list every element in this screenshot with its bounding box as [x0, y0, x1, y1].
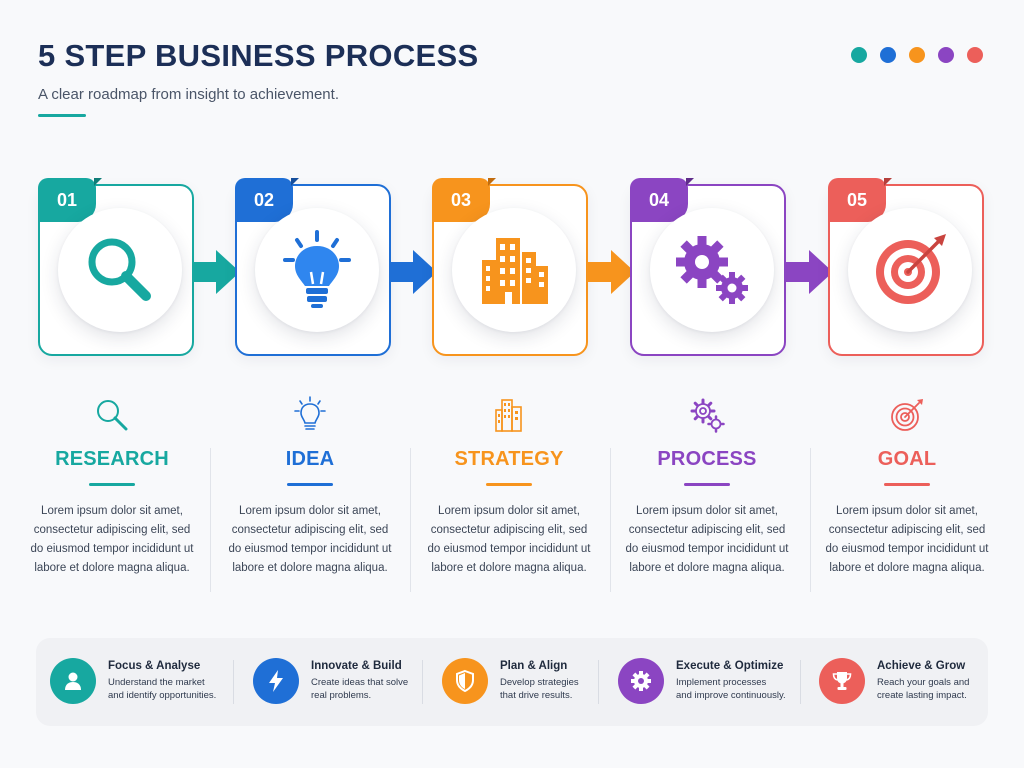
- step-card-strategy: 03: [432, 178, 588, 356]
- trophy-icon: [819, 658, 865, 704]
- summary-item-focus: Focus & Analyse Understand the market an…: [50, 658, 216, 704]
- step-underline: [486, 483, 532, 486]
- summary-desc-line: Create ideas that solve: [311, 677, 409, 688]
- step-icon-circle: [452, 208, 576, 332]
- summary-text: Focus & Analyse Understand the market an…: [108, 660, 216, 702]
- step-icon-circle: [58, 208, 182, 332]
- step-underline: [89, 483, 135, 486]
- summary-text: Plan & Align Develop strategies that dri…: [500, 660, 579, 702]
- summary-title: Plan & Align: [500, 660, 568, 672]
- step-card-goal: 05: [828, 178, 984, 356]
- column-divider: [810, 448, 811, 592]
- title-underline: [38, 114, 86, 117]
- step-title: PROCESS: [657, 448, 757, 470]
- flow-arrow: [389, 250, 437, 294]
- step-number-badge: 05: [828, 178, 892, 222]
- palette-dot: [851, 47, 867, 63]
- summary-desc-line: Understand the market: [108, 677, 205, 688]
- summary-desc-line: and identify opportunities.: [108, 690, 217, 701]
- target-icon: [817, 396, 997, 434]
- summary-item-plan: Plan & Align Develop strategies that dri…: [442, 658, 579, 704]
- summary-item-innovate: Innovate & Build Create ideas that solve…: [253, 658, 408, 704]
- magnifier-icon: [22, 396, 202, 434]
- gears-icon: [617, 396, 797, 434]
- summary-desc-line: Develop strategies: [500, 677, 579, 688]
- step-title: GOAL: [877, 448, 937, 470]
- building-icon: [482, 238, 548, 304]
- step-icon-circle: [848, 208, 972, 332]
- step-card-idea: 02: [235, 178, 391, 356]
- summary-desc-line: and improve continuously.: [676, 690, 786, 701]
- building-icon: [419, 396, 599, 434]
- summary-bar: Focus & Analyse Understand the market an…: [36, 638, 988, 726]
- summary-text: Innovate & Build Create ideas that solve…: [311, 660, 408, 702]
- shield-icon: [442, 658, 488, 704]
- magnifier-icon: [88, 238, 151, 301]
- summary-text: Execute & Optimize Implement processes a…: [676, 660, 786, 702]
- palette-dot: [967, 47, 983, 63]
- palette-dot: [938, 47, 954, 63]
- summary-item-execute: Execute & Optimize Implement processes a…: [618, 658, 786, 704]
- user-icon: [50, 658, 96, 704]
- step-number-badge: 04: [630, 178, 694, 222]
- step-column-strategy: STRATEGY Lorem ipsum dolor sit amet, con…: [419, 396, 599, 578]
- step-underline: [287, 483, 333, 486]
- lightbulb-icon: [220, 396, 400, 434]
- gear-icon: [618, 658, 664, 704]
- summary-title: Innovate & Build: [311, 660, 402, 672]
- step-description: Lorem ipsum dolor sit amet, consectetur …: [30, 505, 194, 574]
- step-title: STRATEGY: [454, 448, 564, 470]
- summary-desc-line: Implement processes: [676, 677, 767, 688]
- step-description: Lorem ipsum dolor sit amet, consectetur …: [228, 505, 392, 574]
- summary-text: Achieve & Grow Reach your goals and crea…: [877, 660, 969, 702]
- summary-divider: [422, 660, 423, 704]
- step-description: Lorem ipsum dolor sit amet, consectetur …: [427, 505, 591, 574]
- summary-desc-line: create lasting impact.: [877, 690, 967, 701]
- step-number-badge: 02: [235, 178, 299, 222]
- summary-divider: [800, 660, 801, 704]
- column-divider: [210, 448, 211, 592]
- step-icon-circle: [255, 208, 379, 332]
- palette-dots: [851, 47, 983, 63]
- summary-title: Achieve & Grow: [877, 660, 966, 672]
- flow-arrow: [587, 250, 635, 294]
- step-column-goal: GOAL Lorem ipsum dolor sit amet, consect…: [817, 396, 997, 578]
- lightbulb-icon: [283, 230, 351, 308]
- step-column-research: RESEARCH Lorem ipsum dolor sit amet, con…: [22, 396, 202, 578]
- step-icon-circle: [650, 208, 774, 332]
- summary-title: Execute & Optimize: [676, 660, 784, 672]
- step-description: Lorem ipsum dolor sit amet, consectetur …: [625, 505, 789, 574]
- palette-dot: [909, 47, 925, 63]
- summary-desc-line: real problems.: [311, 690, 372, 701]
- flow-arrow: [785, 250, 833, 294]
- summary-desc-line: that drive results.: [500, 690, 573, 701]
- step-underline: [684, 483, 730, 486]
- gears-icon: [676, 236, 748, 304]
- summary-title: Focus & Analyse: [108, 660, 201, 672]
- step-title: RESEARCH: [55, 448, 169, 470]
- step-card-research: 01: [38, 178, 194, 356]
- step-column-idea: IDEA Lorem ipsum dolor sit amet, consect…: [220, 396, 400, 578]
- step-title: IDEA: [285, 448, 335, 470]
- page-subtitle: A clear roadmap from insight to achievem…: [38, 86, 339, 103]
- step-card-process: 04: [630, 178, 786, 356]
- column-divider: [410, 448, 411, 592]
- flow-arrow: [192, 250, 240, 294]
- lightning-icon: [253, 658, 299, 704]
- step-number-badge: 03: [432, 178, 496, 222]
- target-icon: [876, 234, 946, 304]
- step-underline: [884, 483, 930, 486]
- summary-divider: [598, 660, 599, 704]
- palette-dot: [880, 47, 896, 63]
- summary-item-achieve: Achieve & Grow Reach your goals and crea…: [819, 658, 969, 704]
- page-title: 5 STEP BUSINESS PROCESS: [38, 38, 479, 73]
- step-column-process: PROCESS Lorem ipsum dolor sit amet, cons…: [617, 396, 797, 578]
- step-number-badge: 01: [38, 178, 102, 222]
- column-divider: [610, 448, 611, 592]
- summary-divider: [233, 660, 234, 704]
- step-description: Lorem ipsum dolor sit amet, consectetur …: [825, 505, 989, 574]
- summary-desc-line: Reach your goals and: [877, 677, 970, 688]
